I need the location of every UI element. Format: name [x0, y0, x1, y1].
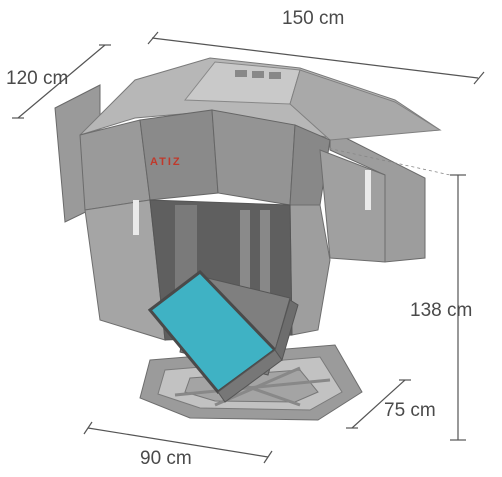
roof	[79, 57, 442, 141]
depth-label: 120 cm	[6, 68, 69, 89]
base-depth-label: 75 cm	[384, 400, 436, 421]
height-label: 138 cm	[410, 300, 473, 321]
base-width-label: 90 cm	[140, 448, 192, 469]
brand-logo: ATIZ	[150, 156, 182, 168]
glass-cradle	[147, 269, 299, 403]
dimension-lines	[12, 31, 485, 464]
width-label: 150 cm	[282, 8, 345, 29]
